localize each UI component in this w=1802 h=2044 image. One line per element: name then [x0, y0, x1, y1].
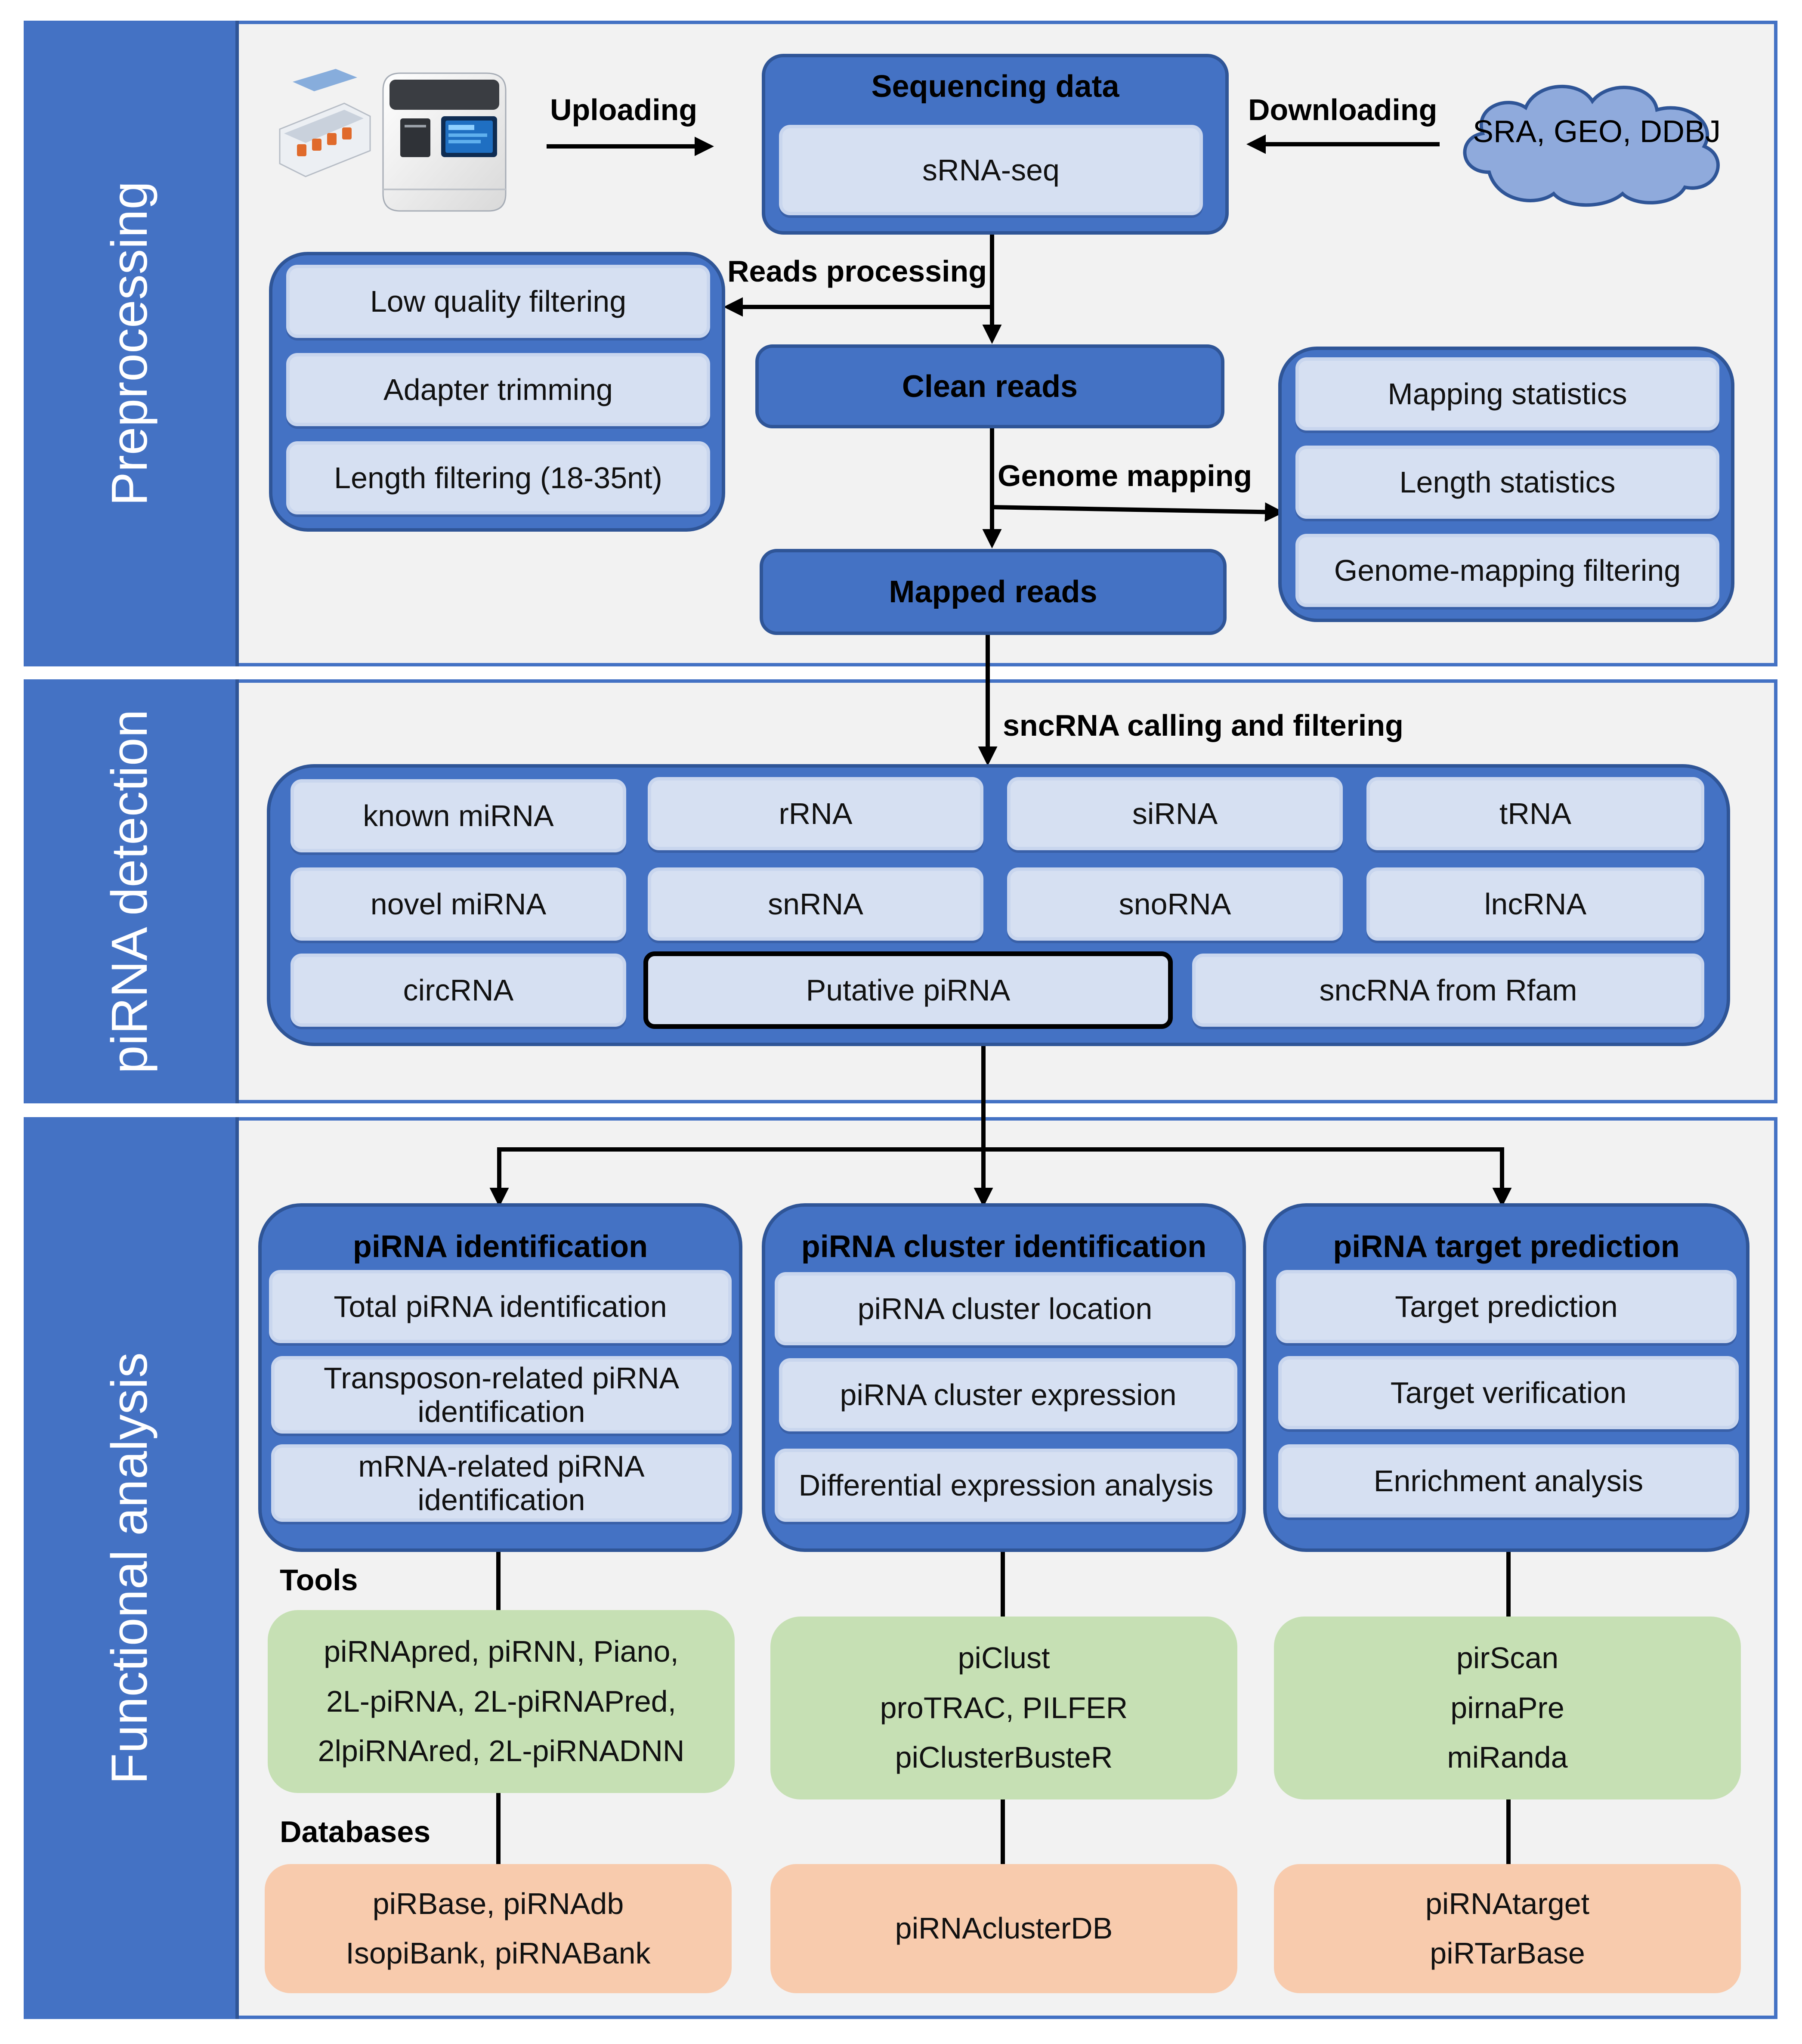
- lncrna-item: lncRNA: [1366, 867, 1704, 941]
- srna-seq-item: sRNA-seq: [779, 125, 1203, 215]
- identification-databases-box: piRBase, piRNAdb IsopiBank, piRNABank: [265, 1864, 732, 1993]
- pirna-cluster-location-item: piRNA cluster location: [775, 1272, 1235, 1345]
- adapter-trimming-item: Adapter trimming: [286, 353, 710, 426]
- differential-expression-item: Differential expression analysis: [775, 1449, 1237, 1522]
- length-filtering-item: Length filtering (18-35nt): [286, 441, 710, 514]
- sirna-item: siRNA: [1007, 777, 1343, 850]
- snorna-item: snoRNA: [1007, 867, 1343, 941]
- mapping-statistics-item: Mapping statistics: [1295, 357, 1719, 430]
- known-mirna-item: known miRNA: [291, 779, 626, 852]
- total-pirna-identification-item: Total piRNA identification: [269, 1270, 732, 1343]
- detection-sidebar: piRNA detection: [24, 679, 239, 1103]
- genome-mapping-label: Genome mapping: [998, 459, 1252, 492]
- length-statistics-item: Length statistics: [1295, 446, 1719, 519]
- enrichment-analysis-item: Enrichment analysis: [1278, 1444, 1739, 1518]
- snrna-item: snRNA: [648, 867, 983, 941]
- target-tools-box: pirScan pirnaPre miRanda: [1274, 1617, 1741, 1799]
- tools-label: Tools: [280, 1563, 358, 1597]
- target-databases-box: piRNAtarget piRTarBase: [1274, 1864, 1741, 1993]
- sequencing-data-title: Sequencing data: [871, 69, 1119, 104]
- cloud-label: SRA, GEO, DDBJ: [1472, 115, 1721, 149]
- rrna-item: rRNA: [648, 777, 983, 850]
- uploading-label: Uploading: [550, 93, 698, 127]
- genome-mapping-filtering-item: Genome-mapping filtering: [1295, 534, 1719, 607]
- pirna-identification-title: piRNA identification: [352, 1229, 648, 1264]
- reads-processing-label: Reads processing: [727, 254, 987, 288]
- sequencer-instrument-icon: [279, 69, 507, 212]
- mapped-reads-box: Mapped reads: [760, 549, 1227, 635]
- putative-pirna-item: Putative piRNA: [643, 951, 1173, 1029]
- pirna-cluster-expression-item: piRNA cluster expression: [779, 1358, 1237, 1431]
- databases-label: Databases: [280, 1815, 431, 1849]
- novel-mirna-item: novel miRNA: [291, 867, 626, 941]
- clean-reads-box: Clean reads: [755, 344, 1224, 428]
- pirna-target-title: piRNA target prediction: [1333, 1229, 1680, 1264]
- transposon-related-pirna-item: Transposon-related piRNA identification: [271, 1356, 732, 1434]
- cluster-tools-box: piClust proTRAC, PILFER piClusterBusteR: [770, 1617, 1237, 1799]
- target-prediction-item: Target prediction: [1276, 1270, 1737, 1343]
- target-verification-item: Target verification: [1278, 1356, 1739, 1429]
- functional-sidebar: Functional analysis: [24, 1117, 239, 2019]
- sncrna-from-rfam-item: sncRNA from Rfam: [1192, 954, 1704, 1027]
- downloading-label: Downloading: [1248, 93, 1437, 127]
- low-quality-filtering-item: Low quality filtering: [286, 265, 710, 338]
- cloud-database-icon: [1463, 84, 1720, 207]
- circrna-item: circRNA: [291, 954, 626, 1027]
- cluster-databases-box: piRNAclusterDB: [770, 1864, 1237, 1993]
- genome-mapping-arrow: [992, 502, 1284, 522]
- trna-item: tRNA: [1366, 777, 1704, 850]
- mrna-related-pirna-item: mRNA-related piRNA identification: [271, 1444, 732, 1522]
- preprocessing-sidebar: Preprocessing: [24, 21, 239, 666]
- sncrna-calling-label: sncRNA calling and filtering: [1003, 709, 1403, 742]
- identification-tools-box: piRNApred, piRNN, Piano, 2L-piRNA, 2L-pi…: [268, 1610, 735, 1793]
- pirna-cluster-title: piRNA cluster identification: [801, 1229, 1207, 1264]
